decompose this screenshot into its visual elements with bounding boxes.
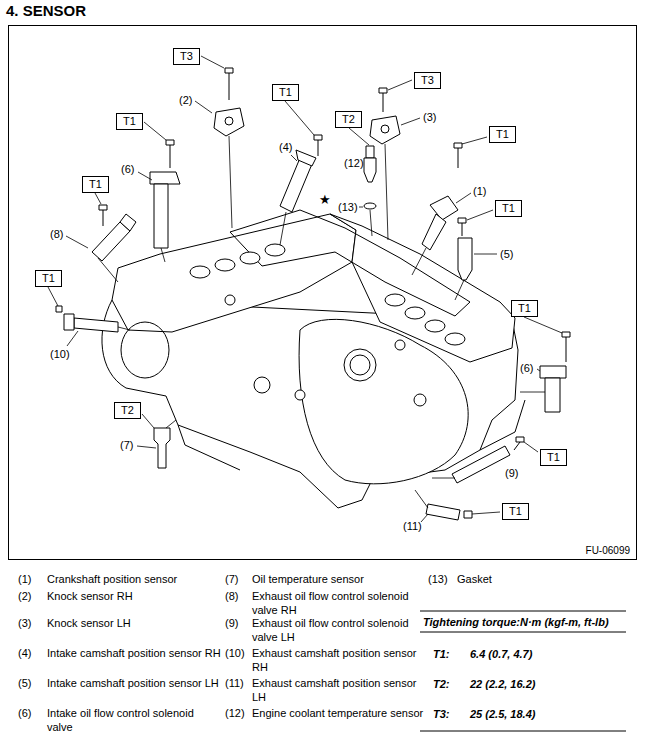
torque-code: T2 [342,113,355,125]
callout-number: (10) [50,347,70,361]
torque-code: T3 [180,50,193,62]
legend-text: Exhaust camshaft position sensor LH [252,676,427,704]
legend-text: (5) [18,676,31,690]
legend-text: Engine coolant temperature sensor [252,706,427,720]
legend-text: (9) [225,616,238,630]
legend-text: Exhaust oil flow control solenoid valve … [252,616,427,644]
legend-text: Intake camshaft position sensor LH [47,676,222,690]
torque-code: T1 [279,86,292,98]
callout-number: (7) [120,438,133,452]
torque-code: T1 [518,302,531,314]
engine-body [102,210,525,508]
torque-tag: T1 [495,200,522,217]
torque-tag: T1 [82,176,109,193]
legend-text: (11) [225,676,244,690]
torque-code: T2 [121,404,134,416]
table-rules [420,611,626,731]
legend-text: Intake oil flow control solenoid valve [47,706,222,734]
legend-text: Gasket [457,572,492,586]
legend-text: Knock sensor LH [47,616,222,630]
torque-text: 6.4 (0.7, 4.7) [470,647,532,661]
callout-number: (13) [338,200,358,214]
callout-number: (9) [505,466,518,480]
torque-tag: T1 [502,503,529,520]
torque-code: T1 [89,178,102,190]
torque-tag: T1 [489,126,516,143]
callout-number: (6) [121,162,134,176]
callout-number: (3) [423,110,436,124]
torque-tag: T1 [116,113,143,130]
title: 4. SENSOR [6,2,86,19]
torque-text: T1: [433,647,450,661]
legend-text: (8) [225,589,238,603]
callout-number: (11) [403,519,422,533]
callout-number: (2) [179,93,192,107]
legend-text: (1) [18,572,31,586]
legend-text: (4) [18,646,31,660]
torque-tag: T2 [114,402,141,419]
sensor-parts [56,68,570,520]
torque-code: T1 [42,272,55,284]
torque-tag: T2 [335,111,362,128]
legend-text: Exhaust oil flow control solenoid valve … [252,589,427,617]
torque-text: 22 (2.2, 16.2) [470,677,535,691]
torque-tag: T3 [173,48,200,65]
legend-text: Intake camshaft position sensor RH [47,646,222,660]
callout-number: (4) [279,140,292,154]
torque-text: T3: [433,707,450,721]
callout-number: (5) [500,247,513,261]
legend-text: (3) [18,616,31,630]
torque-tag: T1 [540,449,567,466]
legend-text: (6) [18,706,31,720]
callout-number: (12) [344,156,364,170]
callout-number: (6) [520,361,533,375]
star-mark: ★ [319,193,331,207]
legend-text: Knock sensor RH [47,589,222,603]
torque-text: Tightening torque:N·m (kgf-m, ft-lb) [423,615,609,629]
torque-tag: T1 [272,84,299,101]
torque-text: 25 (2.5, 18.4) [470,707,535,721]
callout-number: (1) [473,184,486,198]
legend-text: (7) [225,572,238,586]
legend-text: Oil temperature sensor [252,572,427,586]
legend-text: (2) [18,589,31,603]
torque-tag: T1 [35,270,62,287]
torque-tag: T3 [414,72,441,89]
torque-code: T1 [509,505,522,517]
torque-code: T1 [502,202,515,214]
legend-text: Exhaust camshaft position sensor RH [252,646,427,674]
torque-code: T1 [496,128,509,140]
torque-code: T1 [547,451,560,463]
callout-number: (8) [50,227,63,241]
figure-frame: FU-06099T3T3T1T2T1T1T1T1T1T1T2T1T1 [8,25,637,560]
legend-text: (12) [225,706,245,720]
legend-text: Crankshaft position sensor [47,572,222,586]
torque-code: T3 [421,74,434,86]
torque-text: T2: [433,677,450,691]
torque-tag: T1 [511,300,538,317]
figure-number: FU-06099 [586,545,630,556]
legend-text: (10) [225,646,245,660]
torque-code: T1 [123,115,136,127]
legend-text: (13) [428,572,448,586]
leader-lines [48,56,562,522]
